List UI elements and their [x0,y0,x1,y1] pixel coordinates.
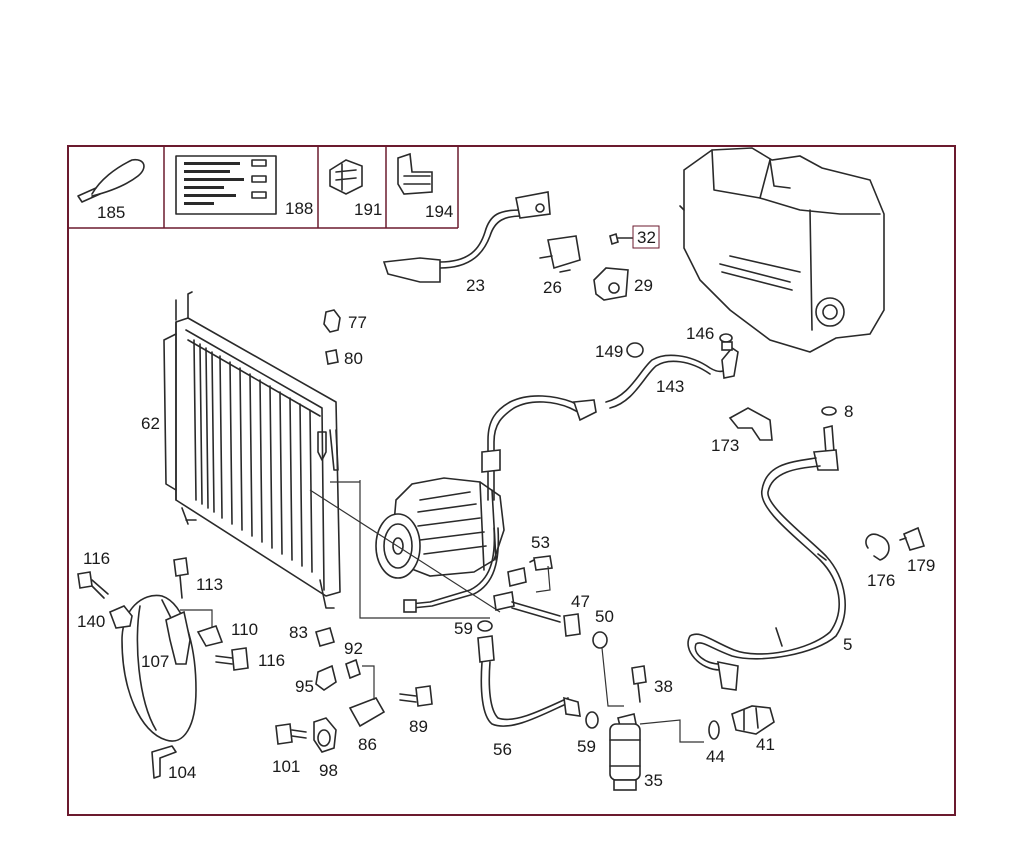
callout-191: 191 [354,200,382,219]
nut-149[interactable] [626,342,644,358]
callout-113: 113 [196,575,223,594]
callout-59a: 59 [454,619,473,638]
evaporator-housing-part[interactable] [679,147,885,353]
connector-47-part[interactable] [493,565,581,637]
screw-113-part[interactable] [173,557,189,599]
clip-176-part[interactable] [865,533,890,561]
callout-107: 107 [141,652,169,671]
accessory-boxes [68,146,459,229]
callout-185: 185 [97,203,125,222]
grommet-83-part[interactable] [315,627,335,647]
callout-101: 101 [272,757,300,776]
clip-92-part[interactable] [345,658,361,680]
callout-47: 47 [571,592,590,611]
cable-tie-part[interactable] [77,158,145,203]
compressor-part[interactable] [375,477,505,579]
callout-77: 77 [348,313,367,332]
callout-116a: 116 [83,549,110,568]
liquid-line-part[interactable] [477,635,581,727]
fan-shroud-part[interactable] [108,594,213,742]
nut-95-part[interactable] [315,664,337,691]
callout-23: 23 [466,276,485,295]
callout-8: 8 [844,402,853,421]
callout-86: 86 [358,735,377,754]
callout-56: 56 [493,740,512,759]
oring-59b[interactable] [585,711,599,729]
bracket-29-part[interactable] [593,267,629,301]
callout-29: 29 [634,276,653,295]
clip-110-part[interactable] [196,624,224,647]
callout-149: 149 [595,342,623,361]
callout-173: 173 [711,436,739,455]
callout-176: 176 [867,571,895,590]
label-sticker-part[interactable] [175,155,277,215]
callout-5: 5 [843,635,852,654]
callout-104: 104 [168,763,196,782]
callout-194: 194 [425,202,453,221]
clip-179-part[interactable] [899,526,926,551]
callout-62: 62 [141,414,160,433]
callout-92: 92 [344,639,363,658]
callout-116b: 116 [258,651,285,670]
callout-143: 143 [656,377,684,396]
clamp-98-part[interactable] [313,717,337,753]
callout-32: 32 [637,228,656,247]
callout-50: 50 [595,607,614,626]
oring-44[interactable] [708,720,720,740]
diagram-frame [67,145,956,816]
callout-32-box [632,225,660,249]
receiver-drier-part[interactable] [601,647,704,791]
fitting-173-part[interactable] [728,407,773,441]
bolt-89-part[interactable] [399,685,433,707]
bracket-86-part[interactable] [348,665,386,728]
grommet-80-part[interactable] [325,349,339,365]
callout-146: 146 [686,324,714,343]
callout-110: 110 [231,620,258,639]
hose-line-143-part[interactable] [605,341,739,409]
callout-83: 83 [289,623,308,642]
condenser-part[interactable] [163,291,341,609]
callout-80: 80 [344,349,363,368]
bolt-116b-part[interactable] [215,647,249,671]
oring-8[interactable] [821,406,837,416]
oring-59a[interactable] [477,620,493,632]
callout-53: 53 [531,533,550,552]
callout-140: 140 [77,612,105,631]
bolt-116a-part[interactable] [77,571,109,599]
relay-part[interactable] [539,235,581,273]
wiring-harness-part[interactable] [382,191,551,283]
callout-41: 41 [756,735,775,754]
callout-44: 44 [706,747,725,766]
elbow-connector-part[interactable] [397,152,433,195]
callout-98: 98 [319,761,338,780]
oring-146[interactable] [719,333,733,343]
callout-188: 188 [285,199,313,218]
callout-179: 179 [907,556,935,575]
suction-hose-part[interactable] [687,424,846,691]
callout-59b: 59 [577,737,596,756]
callout-35: 35 [644,771,663,790]
pressure-switch-41-part[interactable] [731,705,775,735]
connector-191-part[interactable] [329,159,363,195]
oring-50[interactable] [592,631,608,649]
callout-95: 95 [295,677,314,696]
callout-38: 38 [654,677,673,696]
discharge-hose-part[interactable] [481,395,597,501]
callout-26: 26 [543,278,562,297]
screw-32-part[interactable] [609,232,633,246]
screw-38-part[interactable] [631,665,647,703]
bracket-104-part[interactable] [151,745,177,779]
callout-89: 89 [409,717,428,736]
clip-77-part[interactable] [323,309,341,333]
refrigerant-line-part[interactable] [309,480,501,619]
bolt-101-part[interactable] [275,723,307,745]
